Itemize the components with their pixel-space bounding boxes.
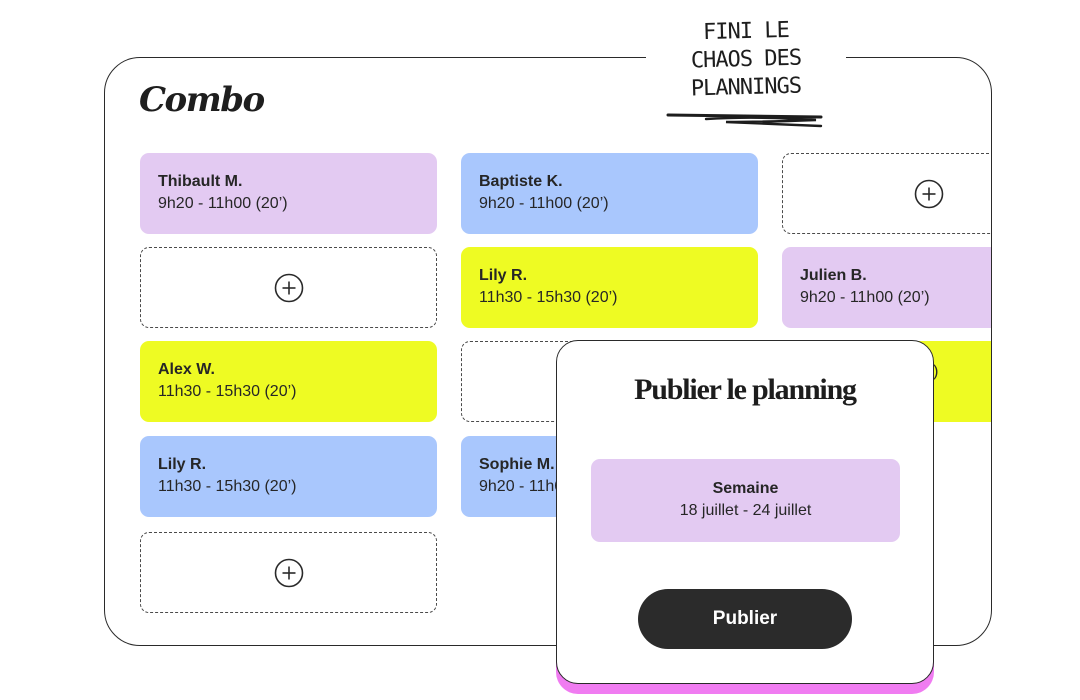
shift-employee-name: Thibault M. — [158, 173, 243, 190]
modal-title: Publier le planning — [634, 373, 857, 406]
shift-employee-name: Julien B. — [800, 267, 867, 284]
week-dates: 18 juillet - 24 juillet — [679, 502, 812, 519]
week-selector[interactable]: Semaine 18 juillet - 24 juillet — [591, 459, 900, 542]
empty-slot[interactable] — [140, 247, 437, 328]
publish-modal: Publier le planning Semaine 18 juillet -… — [556, 340, 934, 684]
shift-employee-name: Lily R. — [479, 267, 528, 284]
shift-card[interactable]: Lily R. 11h30 - 15h30 (20’) — [140, 436, 437, 517]
tagline-sticker: FINI LE CHAOS DES PLANNINGS — [646, 6, 846, 136]
empty-slot[interactable] — [782, 153, 991, 234]
scribble-underline-icon — [666, 113, 823, 128]
shift-time: 11h30 - 15h30 (20’) — [158, 478, 297, 495]
shift-card[interactable]: Alex W. 11h30 - 15h30 (20’) — [140, 341, 437, 422]
shift-employee-name: Baptiste K. — [479, 173, 563, 190]
shift-time: 9h20 - 11h00 (20’) — [800, 289, 930, 306]
plus-circle-icon[interactable] — [914, 179, 944, 209]
shift-card[interactable]: Baptiste K. 9h20 - 11h00 (20’) — [461, 153, 758, 234]
combo-logo: Combo — [139, 80, 265, 120]
tagline-line: PLANNINGS — [690, 73, 802, 102]
publish-button[interactable]: Publier — [638, 589, 852, 649]
shift-time: 9h20 - 11h00 (20’) — [158, 195, 288, 212]
plus-circle-icon[interactable] — [274, 273, 304, 303]
shift-card[interactable]: Thibault M. 9h20 - 11h00 (20’) — [140, 153, 437, 234]
shift-card[interactable]: Lily R. 11h30 - 15h30 (20’) — [461, 247, 758, 328]
shift-employee-name: Sophie M. — [479, 456, 555, 473]
shift-employee-name: Lily R. — [158, 456, 207, 473]
shift-card[interactable]: Julien B. 9h20 - 11h00 (20’) — [782, 247, 991, 328]
plus-circle-icon[interactable] — [274, 558, 304, 588]
shift-time: 9h20 - 11h00 (20’) — [479, 195, 609, 212]
shift-employee-name: Alex W. — [158, 361, 215, 378]
empty-slot[interactable] — [140, 532, 437, 613]
week-label: Semaine — [712, 480, 779, 497]
shift-time: 11h30 - 15h30 (20’) — [479, 289, 618, 306]
shift-time: 11h30 - 15h30 (20’) — [158, 383, 297, 400]
